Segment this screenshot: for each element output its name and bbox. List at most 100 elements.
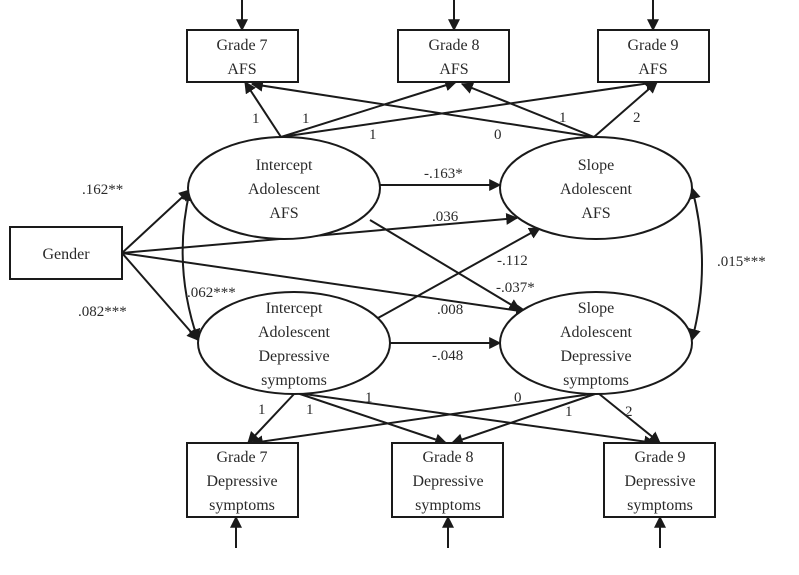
coefficient-labels-layer: .162** .082*** .036 .008 -.163* -.037* -.112 -.… xyxy=(78,110,766,420)
node-label-line: AFS xyxy=(638,61,667,78)
grade9-afs-label: Grade 9 AFS xyxy=(627,37,678,78)
loading-int-dep-to-dep9 xyxy=(296,392,657,448)
loading-slope-afs-to-afs7 xyxy=(250,79,595,138)
grade7-depressive-box xyxy=(186,442,299,518)
grade9-depressive-label: Grade 9 Depressive symptoms xyxy=(624,449,695,514)
path-int-afs-to-slope-dep xyxy=(369,219,522,311)
loading-coefficient-label: 1 xyxy=(559,110,567,126)
node-label-line: AFS xyxy=(581,205,610,222)
grade7-depressive-label: Grade 7 Depressive symptoms xyxy=(206,449,277,514)
node-label-line: Grade 7 xyxy=(216,449,267,466)
loading-int-afs-to-afs7 xyxy=(244,80,282,138)
loading-coefficient-label: 1 xyxy=(365,390,373,406)
node-gender: Gender xyxy=(9,226,123,280)
grade8-depressive-label: Grade 8 Depressive symptoms xyxy=(412,449,483,514)
node-label-line: symptoms xyxy=(209,497,275,514)
node-label-line: Adolescent xyxy=(258,324,331,341)
loading-slope-dep-to-dep8 xyxy=(450,392,599,446)
grade8-depressive-box xyxy=(391,442,504,518)
node-afs7: Grade 7 AFS xyxy=(186,29,299,83)
node-label-line: symptoms xyxy=(261,372,327,389)
intercept-depressive-ellipse xyxy=(197,291,391,395)
node-label-line: AFS xyxy=(227,61,256,78)
node-dep7: Grade 7 Depressive symptoms xyxy=(186,442,299,518)
node-label-line: Grade 8 xyxy=(428,37,479,54)
loading-coefficient-label: 0 xyxy=(514,390,522,406)
path-coefficient-label: .036 xyxy=(432,209,459,225)
paths-layer xyxy=(121,0,703,548)
node-label-line: Adolescent xyxy=(248,181,321,198)
node-label-line: Depressive xyxy=(206,473,277,490)
node-label-line: Adolescent xyxy=(560,181,633,198)
slope-depressive-ellipse xyxy=(499,291,693,395)
path-gender-to-int-afs xyxy=(121,189,191,254)
node-dep8: Grade 8 Depressive symptoms xyxy=(391,442,504,518)
path-int-dep-to-slope-afs xyxy=(377,227,542,319)
path-coefficient-label: .162** xyxy=(82,182,123,198)
covariance-slope-afs-to-slope-dep xyxy=(688,186,703,342)
grade8-afs-label: Grade 8 AFS xyxy=(428,37,479,78)
gender-box xyxy=(9,226,123,280)
node-label-line: Grade 9 xyxy=(634,449,685,466)
path-coefficient-label: -.112 xyxy=(497,253,528,269)
loading-slope-afs-to-afs9 xyxy=(593,81,658,138)
grade7-afs-label: Grade 7 AFS xyxy=(216,37,267,78)
grade8-afs-box xyxy=(397,29,510,83)
loading-coefficient-label: 1 xyxy=(565,404,573,420)
intercept-afs-ellipse xyxy=(187,136,381,240)
node-label-line: Depressive xyxy=(412,473,483,490)
node-label-line: Grade 9 xyxy=(627,37,678,54)
path-coefficient-label: .008 xyxy=(437,302,463,318)
loading-coefficient-label: 1 xyxy=(306,402,314,418)
node-label-line: Slope xyxy=(578,300,614,317)
loading-coefficient-label: 1 xyxy=(369,127,377,143)
grade9-depressive-box xyxy=(603,442,716,518)
loading-coefficient-label: 0 xyxy=(494,127,502,143)
grade7-afs-box xyxy=(186,29,299,83)
node-label-line: Intercept xyxy=(266,300,323,317)
loading-coefficient-label: 2 xyxy=(633,110,641,126)
loading-coefficient-label: 1 xyxy=(258,402,266,418)
loading-coefficient-label: 1 xyxy=(252,111,260,127)
covariance-int-afs-to-int-dep xyxy=(181,188,201,342)
loading-slope-afs-to-afs8 xyxy=(460,82,595,138)
loading-int-afs-to-afs9 xyxy=(280,77,659,138)
loading-slope-dep-to-dep9 xyxy=(597,392,661,444)
node-label-line: Adolescent xyxy=(560,324,633,341)
node-label-line: symptoms xyxy=(415,497,481,514)
path-coefficient-label: -.048 xyxy=(432,348,463,364)
node-dep9: Grade 9 Depressive symptoms xyxy=(603,442,716,518)
node-label-line: Gender xyxy=(42,246,90,263)
loading-int-dep-to-dep7 xyxy=(247,392,296,444)
node-label-line: symptoms xyxy=(563,372,629,389)
loading-coefficient-label: 2 xyxy=(625,404,633,420)
path-coefficient-label: .082*** xyxy=(78,304,127,320)
node-label-line: Slope xyxy=(578,157,614,174)
node-label-line: Depressive xyxy=(560,348,631,365)
path-coefficient-label: .062*** xyxy=(187,285,236,301)
grade9-afs-box xyxy=(597,29,710,83)
node-label-line: Intercept xyxy=(256,157,313,174)
node-label-line: Depressive xyxy=(258,348,329,365)
node-label-line: Depressive xyxy=(624,473,695,490)
path-coefficient-label: -.163* xyxy=(424,166,463,182)
node-afs8: Grade 8 AFS xyxy=(397,29,510,83)
node-label-line: symptoms xyxy=(627,497,693,514)
path-coefficient-label: .015*** xyxy=(717,254,766,270)
slope-afs-ellipse xyxy=(499,136,693,240)
loading-int-afs-to-afs8 xyxy=(280,79,458,138)
node-label-line: Grade 7 xyxy=(216,37,267,54)
node-label-line: AFS xyxy=(439,61,468,78)
path-coefficient-label: -.037* xyxy=(496,280,535,296)
loading-coefficient-label: 1 xyxy=(302,111,310,127)
node-label-line: Grade 8 xyxy=(422,449,473,466)
gender-label: Gender xyxy=(42,246,90,263)
node-afs9: Grade 9 AFS xyxy=(597,29,710,83)
